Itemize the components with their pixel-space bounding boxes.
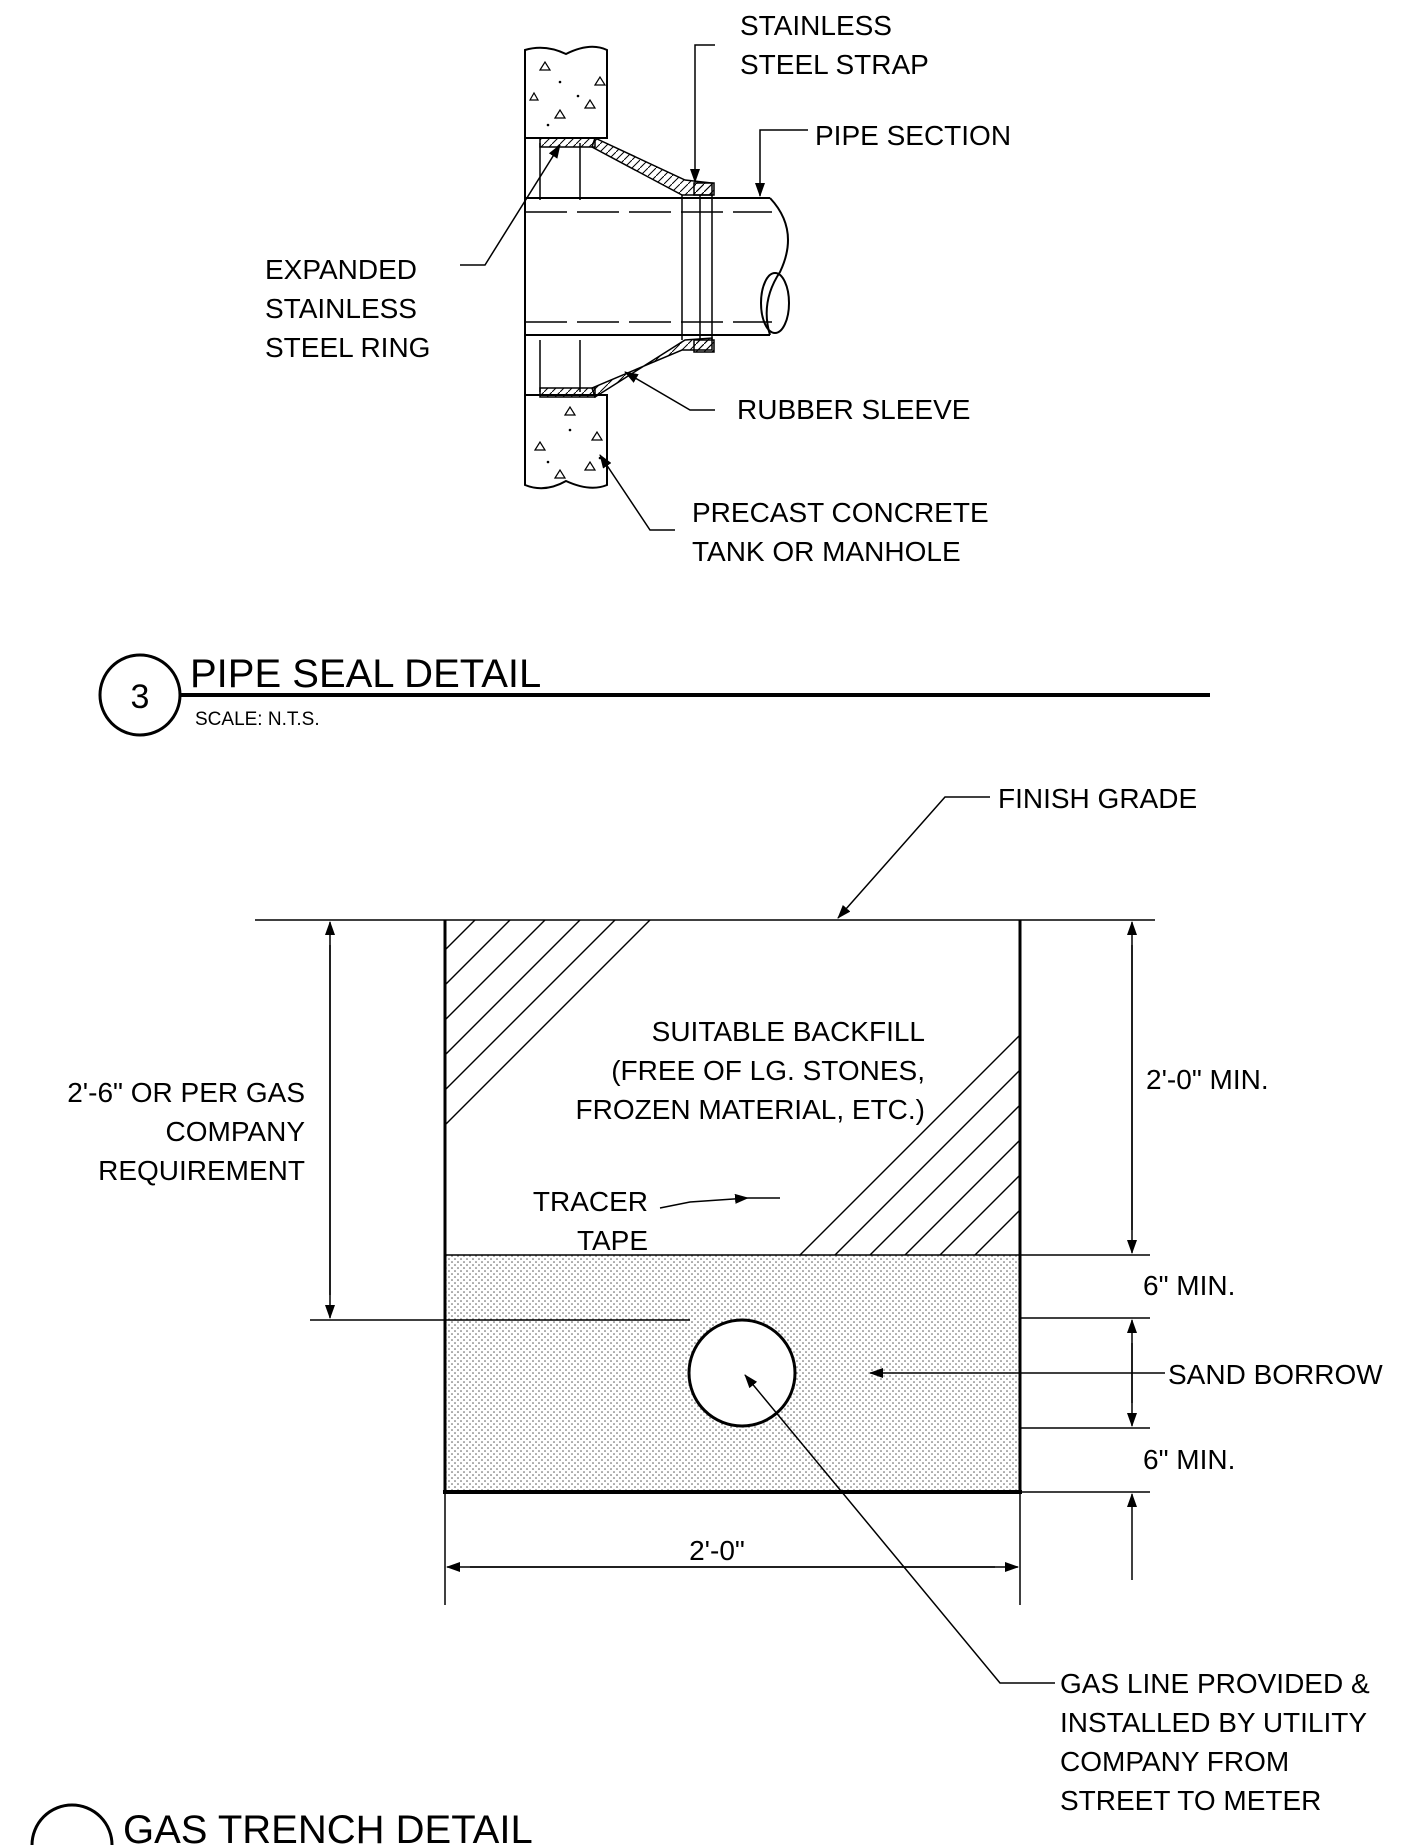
strap-label-line-1: STAINLESS <box>740 10 892 41</box>
tracer-label-line-2: TAPE <box>577 1225 648 1256</box>
detail-number: 3 <box>131 678 150 716</box>
pipe-seal-title-block: 3 PIPE SEAL DETAIL SCALE: N.T.S. <box>98 652 1210 737</box>
ring-label-line-1: EXPANDED <box>265 254 417 285</box>
six-inch-bottom-label: 6" MIN. <box>1143 1444 1235 1475</box>
gas-line-label-3: COMPANY FROM <box>1060 1746 1289 1777</box>
gas-trench-dimensions <box>325 796 1165 1684</box>
gas-trench-title: GAS TRENCH DETAIL <box>123 1808 533 1845</box>
concrete-label-line-2: TANK OR MANHOLE <box>692 536 961 567</box>
backfill-label-line-3: FROZEN MATERIAL, ETC.) <box>576 1094 926 1125</box>
backfill-label-line-1: SUITABLE BACKFILL <box>652 1016 925 1047</box>
sand-borrow-label: SAND BORROW <box>1168 1359 1383 1390</box>
pipe-section-label: PIPE SECTION <box>815 120 1011 151</box>
pipe-seal-title: PIPE SEAL DETAIL <box>190 652 541 696</box>
rubber-sleeve-label: RUBBER SLEEVE <box>737 394 970 425</box>
ring-label-line-2: STAINLESS <box>265 293 417 324</box>
strap-label-line-2: STEEL STRAP <box>740 49 929 80</box>
finish-grade-label: FINISH GRADE <box>998 783 1197 814</box>
six-inch-top-label: 6" MIN. <box>1143 1270 1235 1301</box>
depth-label-line-3: REQUIREMENT <box>98 1155 305 1186</box>
gas-line-label-2: INSTALLED BY UTILITY <box>1060 1707 1367 1738</box>
min-depth-label: 2'-0" MIN. <box>1146 1064 1269 1095</box>
gas-line-label-1: GAS LINE PROVIDED & <box>1060 1668 1370 1699</box>
trench-width-label: 2'-0" <box>689 1535 745 1566</box>
concrete-label-line-1: PRECAST CONCRETE <box>692 497 989 528</box>
pipe-seal-scale: SCALE: N.T.S. <box>195 709 320 730</box>
backfill-label-line-2: (FREE OF LG. STONES, <box>611 1055 925 1086</box>
gas-trench-title-block: GAS TRENCH DETAIL <box>30 1803 533 1845</box>
ring-label-line-3: STEEL RING <box>265 332 430 363</box>
depth-label-line-1: 2'-6" OR PER GAS <box>67 1077 305 1108</box>
gas-line-label-4: STREET TO METER <box>1060 1785 1321 1816</box>
depth-label-line-2: COMPANY <box>166 1116 306 1147</box>
tracer-label-line-1: TRACER <box>533 1186 648 1217</box>
pipe-seal-leaders <box>460 44 808 531</box>
pipe-seal-drawing <box>524 45 790 490</box>
